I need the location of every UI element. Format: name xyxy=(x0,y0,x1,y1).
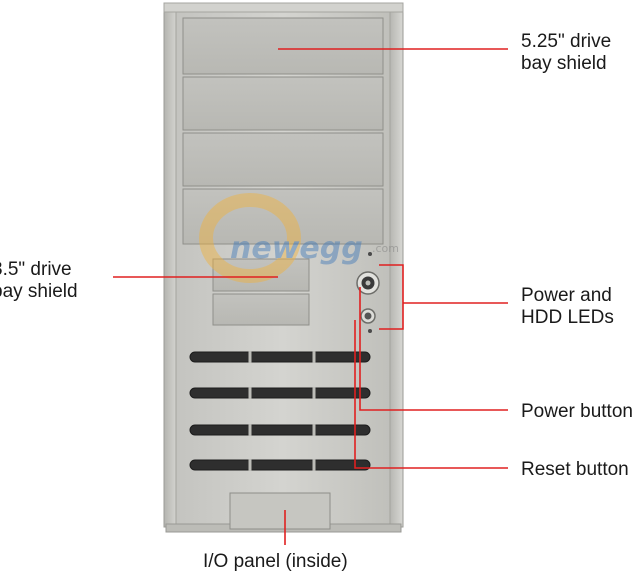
power-led xyxy=(368,252,372,256)
label-reset-button: Reset button xyxy=(521,459,629,480)
case-top-lip xyxy=(163,2,404,13)
watermark-text: newegg xyxy=(230,231,363,266)
label-power-hdd-leds: Power and HDD LEDs xyxy=(521,285,614,329)
label-525-line2: bay shield xyxy=(521,53,607,74)
label-leds-line2: HDD LEDs xyxy=(521,307,614,328)
leader-reset xyxy=(354,320,508,469)
label-525-line1: 5.25" drive xyxy=(521,31,612,52)
bay-35-2 xyxy=(212,293,310,326)
label-35-line2: bay shield xyxy=(0,281,78,302)
leader-power xyxy=(359,287,508,411)
watermark-suffix: .com xyxy=(372,242,399,255)
vent-dividers xyxy=(248,351,316,471)
front-vents xyxy=(189,351,371,471)
bay-525-4 xyxy=(182,188,384,245)
reset-button[interactable] xyxy=(360,308,376,324)
drive-bays-35 xyxy=(212,258,310,326)
label-35-drive-bay-shield: 3.5" drive bay shield xyxy=(0,259,78,303)
newegg-watermark: newegg .com xyxy=(199,193,399,283)
bay-525-2 xyxy=(182,76,384,131)
leader-lines xyxy=(113,48,508,545)
case-right-rail xyxy=(388,4,404,528)
hdd-led xyxy=(368,329,372,333)
leader-leds-bracket xyxy=(379,264,404,330)
io-panel-door[interactable] xyxy=(229,492,331,530)
drive-bays-525 xyxy=(182,17,384,245)
power-button[interactable] xyxy=(356,271,380,295)
bay-525-1 xyxy=(182,17,384,75)
label-35-line1: 3.5" drive xyxy=(0,259,72,280)
bay-525-3 xyxy=(182,132,384,187)
label-io-panel: I/O panel (inside) xyxy=(203,551,348,572)
label-power-button: Power button xyxy=(521,401,633,422)
bay-35-1 xyxy=(212,258,310,292)
label-leds-line1: Power and xyxy=(521,285,612,306)
label-525-drive-bay-shield: 5.25" drive bay shield xyxy=(521,31,611,75)
